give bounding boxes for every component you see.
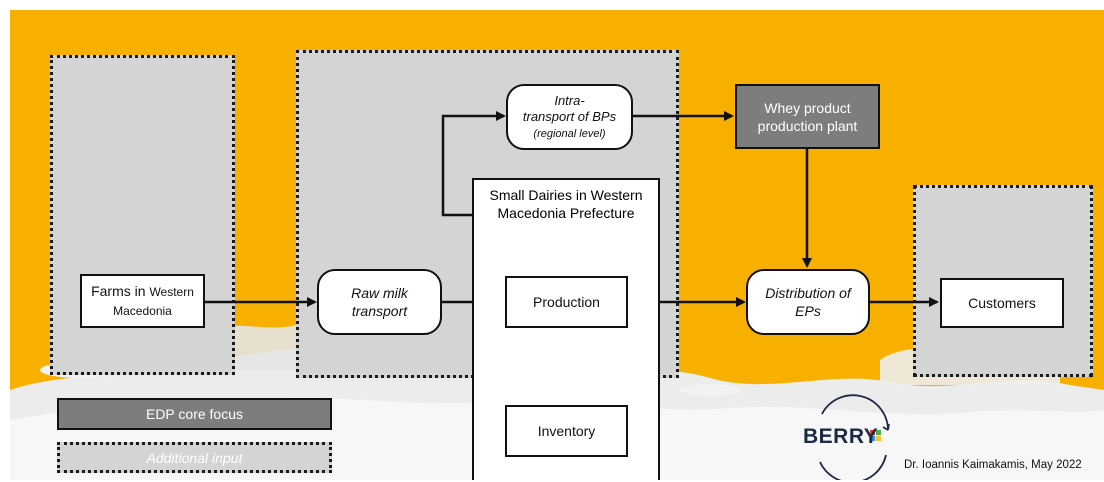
- production-node: Production: [505, 276, 628, 328]
- legend-core-label: EDP core focus: [145, 406, 243, 422]
- dairies-title: Small Dairies in Western Macedonia Prefe…: [474, 186, 658, 222]
- intra-label-line2: transport of BPs: [522, 108, 617, 124]
- inventory-label: Inventory: [537, 423, 596, 439]
- farms-label: Farms in: [91, 283, 146, 299]
- farms-node: Farms in Western Macedonia: [80, 274, 205, 328]
- distribution-label-line2: EPs: [795, 303, 821, 319]
- farms-label-line2: Macedonia: [113, 304, 172, 318]
- author-credit: Dr. Ioannis Kaimakamis, May 2022: [904, 459, 1082, 471]
- distribution-node: Distribution of EPs: [746, 269, 870, 335]
- arrow-dairies-to-intra: [441, 111, 506, 217]
- intra-label: Intra-: [554, 92, 585, 108]
- legend-additional-label: Additional input: [146, 449, 243, 466]
- customers-node: Customers: [940, 278, 1064, 328]
- intra-label-line3: (regional level): [533, 127, 606, 140]
- farms-label-small: Western: [149, 285, 194, 299]
- berry-logo: BERRY: [803, 425, 879, 448]
- raw-milk-node: Raw milk transport: [317, 269, 442, 335]
- legend-additional-input: Additional input: [57, 442, 332, 473]
- legend-core-focus: EDP core focus: [57, 398, 332, 430]
- berry-logo-ring: [819, 394, 890, 480]
- whey-label: Whey product: [764, 99, 851, 116]
- raw-milk-label-line2: transport: [351, 303, 408, 319]
- inventory-node: Inventory: [505, 405, 628, 457]
- diagram-canvas: Farms in Western Macedonia Raw milk tran…: [10, 10, 1104, 480]
- arrows-layer: [205, 111, 939, 307]
- raw-milk-label: Raw milk: [351, 285, 408, 301]
- whey-label-line2: production plant: [757, 117, 858, 134]
- intra-transport-node: Intra- transport of BPs (regional level): [506, 84, 633, 150]
- dairies-label-line2: Macedonia Prefecture: [497, 205, 635, 221]
- whey-plant-node: Whey product production plant: [735, 84, 880, 149]
- dairies-container: Small Dairies in Western Macedonia Prefe…: [472, 178, 660, 480]
- dairies-label: Small Dairies in Western: [489, 187, 643, 203]
- customers-label: Customers: [968, 295, 1036, 311]
- production-label: Production: [533, 294, 600, 310]
- distribution-label: Distribution of: [765, 285, 851, 301]
